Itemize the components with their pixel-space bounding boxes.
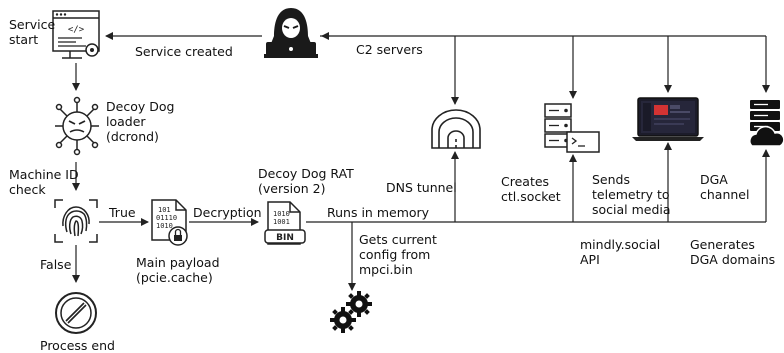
- process-end-label: Process end: [40, 338, 115, 353]
- bin-badge-text: BIN: [276, 233, 294, 243]
- false-label: False: [40, 257, 72, 272]
- gears-icon: [330, 291, 372, 333]
- main-payload-label: Main payload (pcie.cache): [136, 255, 220, 285]
- service-start-label: Service start: [9, 17, 56, 47]
- gets-config-label: Gets current config from mpci.bin: [359, 232, 437, 277]
- dga-channel-label: DGA channel: [700, 172, 750, 202]
- loader-label: Decoy Dog loader (dcrond): [106, 99, 175, 144]
- generates-dga-label: Generates DGA domains: [690, 237, 776, 267]
- prohibited-icon: [55, 292, 97, 334]
- decryption-label: Decryption: [193, 205, 262, 220]
- server-icon: [544, 103, 600, 153]
- svg-text:</>: </>: [68, 25, 85, 35]
- laptop-icon: [632, 97, 704, 141]
- runs-in-memory-label: Runs in memory: [327, 205, 430, 220]
- hacker-icon: [264, 8, 318, 58]
- machine-id-label: Machine ID check: [9, 167, 79, 197]
- service-created-label: Service created: [135, 44, 233, 59]
- code-window-icon: </>: [52, 10, 100, 59]
- c2-servers-label: C2 servers: [356, 42, 423, 57]
- cloud-server-icon: [749, 100, 784, 147]
- rat-label: Decoy Dog RAT (version 2): [258, 166, 354, 196]
- true-label: True: [109, 205, 136, 220]
- creates-socket-label: Creates ctl.socket: [501, 174, 561, 204]
- tunnel-icon: [431, 109, 481, 149]
- sends-telemetry-label: Sends telemetry to social media: [592, 172, 671, 217]
- dns-tunnel-label: DNS tunnel: [386, 180, 457, 195]
- mindly-api-label: mindly.social API: [580, 237, 661, 267]
- virus-icon: [55, 96, 99, 156]
- fingerprint-icon: [54, 199, 98, 243]
